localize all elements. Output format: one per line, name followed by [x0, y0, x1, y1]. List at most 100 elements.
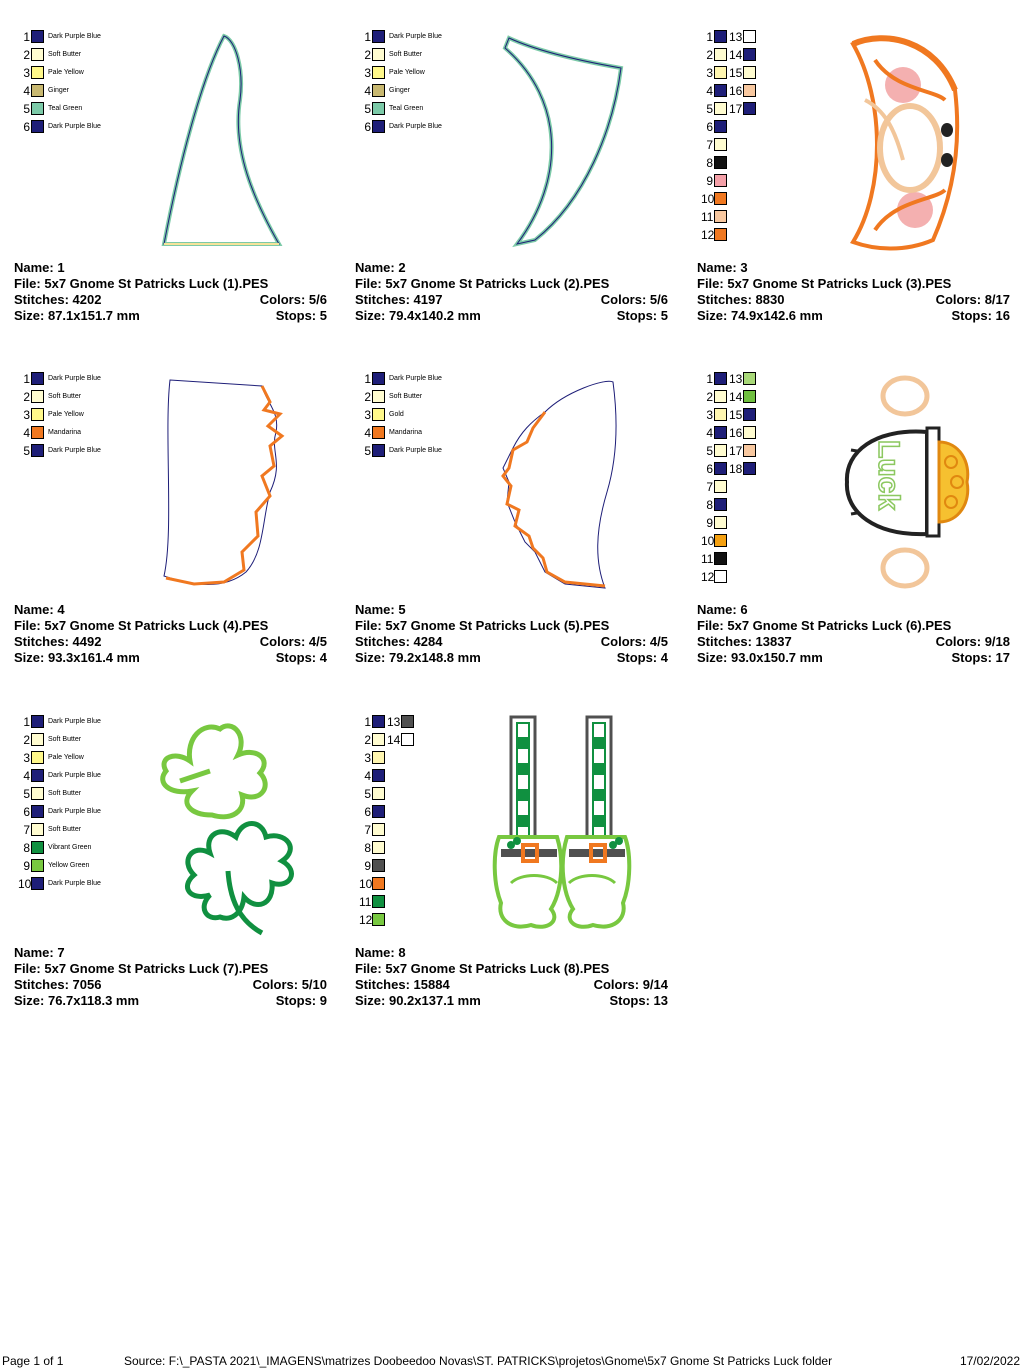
color-count: 5/10 — [301, 977, 327, 992]
stitch-count: 8830 — [755, 292, 785, 307]
thread-color-swatch — [372, 408, 385, 421]
thread-color-swatch — [31, 426, 44, 439]
thread-color-name: Pale Yellow — [48, 69, 84, 76]
thread-color-swatch — [714, 138, 727, 151]
thread-number: 3 — [23, 408, 30, 422]
thread-number: 5 — [706, 102, 713, 116]
design-file: 5x7 Gnome St Patricks Luck (6).PES — [727, 618, 952, 633]
design-name: 8 — [398, 945, 406, 960]
thread-color-swatch — [31, 102, 44, 115]
thread-number: 5 — [364, 102, 371, 116]
design-info: Name: 1 File: 5x7 Gnome St Patricks Luck… — [14, 260, 327, 323]
gnome-hat-brim-outline-art — [502, 35, 624, 248]
thread-color-swatch — [714, 462, 727, 475]
color-count: 9/14 — [642, 977, 668, 992]
thread-color-swatch — [401, 715, 414, 728]
thread-number: 14 — [387, 733, 401, 747]
thread-number: 9 — [23, 859, 30, 873]
thread-color-swatch — [31, 120, 44, 133]
thread-number: 11 — [359, 895, 372, 909]
gnome-beard-left-art — [163, 379, 285, 586]
thread-number: 6 — [364, 120, 371, 134]
thread-number: 5 — [23, 787, 30, 801]
design-size: 93.3x161.4 mm — [47, 650, 140, 665]
thread-color-name: Soft Butter — [48, 790, 82, 797]
thread-number: 17 — [729, 444, 743, 458]
thread-color-swatch — [372, 102, 385, 115]
thread-color-swatch — [372, 48, 385, 61]
thread-number: 3 — [364, 66, 371, 80]
thread-number: 10 — [18, 877, 32, 891]
thread-color-name: Soft Butter — [48, 51, 82, 58]
thread-color-name: Dark Purple Blue — [389, 33, 442, 40]
thread-color-name: Dark Purple Blue — [48, 447, 101, 454]
thread-color-name: Ginger — [48, 87, 70, 94]
thread-number: 1 — [23, 372, 30, 386]
thread-color-name: Mandarina — [48, 429, 82, 436]
thread-color-swatch — [372, 823, 385, 836]
thread-number: 6 — [364, 805, 371, 819]
thread-number: 16 — [729, 426, 743, 440]
thread-number: 3 — [23, 751, 30, 765]
thread-color-name: Teal Green — [389, 105, 424, 112]
thread-color-name: Soft Butter — [48, 826, 82, 833]
thread-number: 18 — [729, 462, 743, 476]
thread-number: 5 — [706, 444, 713, 458]
thread-color-name: Pale Yellow — [389, 69, 425, 76]
thread-number: 4 — [706, 426, 713, 440]
thread-number: 4 — [23, 426, 30, 440]
thread-number: 7 — [364, 823, 371, 837]
thread-number: 1 — [364, 30, 371, 44]
thread-number: 1 — [706, 30, 713, 44]
thread-number: 12 — [701, 228, 715, 242]
thread-number: 8 — [706, 498, 713, 512]
stitch-count: 4202 — [72, 292, 102, 307]
thread-color-swatch — [31, 859, 44, 872]
thread-color-swatch — [714, 30, 727, 43]
design-name: 2 — [398, 260, 406, 275]
thread-number: 4 — [364, 769, 371, 783]
thread-number: 7 — [706, 480, 713, 494]
thread-color-swatch — [31, 769, 44, 782]
thread-number: 6 — [706, 462, 713, 476]
thread-color-name: Soft Butter — [48, 736, 82, 743]
thread-number: 17 — [729, 102, 743, 116]
thread-number: 11 — [701, 210, 714, 224]
thread-number: 14 — [729, 390, 743, 404]
thread-number: 1 — [23, 30, 30, 44]
thread-color-swatch — [714, 570, 727, 583]
thread-number: 6 — [706, 120, 713, 134]
design-name: 3 — [740, 260, 748, 275]
source-path: Source: F:\_PASTA 2021\_IMAGENS\matrizes… — [124, 1354, 833, 1368]
thread-color-swatch — [31, 444, 44, 457]
thread-number: 2 — [364, 733, 371, 747]
thread-number: 10 — [359, 877, 373, 891]
thread-color-swatch — [743, 30, 756, 43]
thread-color-swatch — [31, 66, 44, 79]
thread-color-name: Dark Purple Blue — [48, 808, 101, 815]
luck-text: Luck — [872, 440, 905, 510]
thread-number: 13 — [729, 372, 743, 386]
thread-color-swatch — [714, 156, 727, 169]
thread-color-swatch — [714, 210, 727, 223]
thread-color-swatch — [31, 751, 44, 764]
thread-color-swatch — [714, 120, 727, 133]
thread-color-name: Soft Butter — [389, 51, 423, 58]
thread-color-swatch — [372, 715, 385, 728]
thread-color-swatch — [31, 84, 44, 97]
thread-color-name: Mandarina — [389, 429, 423, 436]
thread-color-name: Dark Purple Blue — [389, 447, 442, 454]
color-count: 8/17 — [984, 292, 1010, 307]
color-count: 5/6 — [308, 292, 327, 307]
thread-color-swatch — [714, 192, 727, 205]
design-file: 5x7 Gnome St Patricks Luck (1).PES — [44, 276, 269, 291]
thread-number: 8 — [364, 841, 371, 855]
thread-number: 2 — [706, 390, 713, 404]
thread-color-name: Dark Purple Blue — [48, 880, 101, 887]
thread-number: 10 — [701, 534, 715, 548]
color-count: 4/5 — [649, 634, 668, 649]
